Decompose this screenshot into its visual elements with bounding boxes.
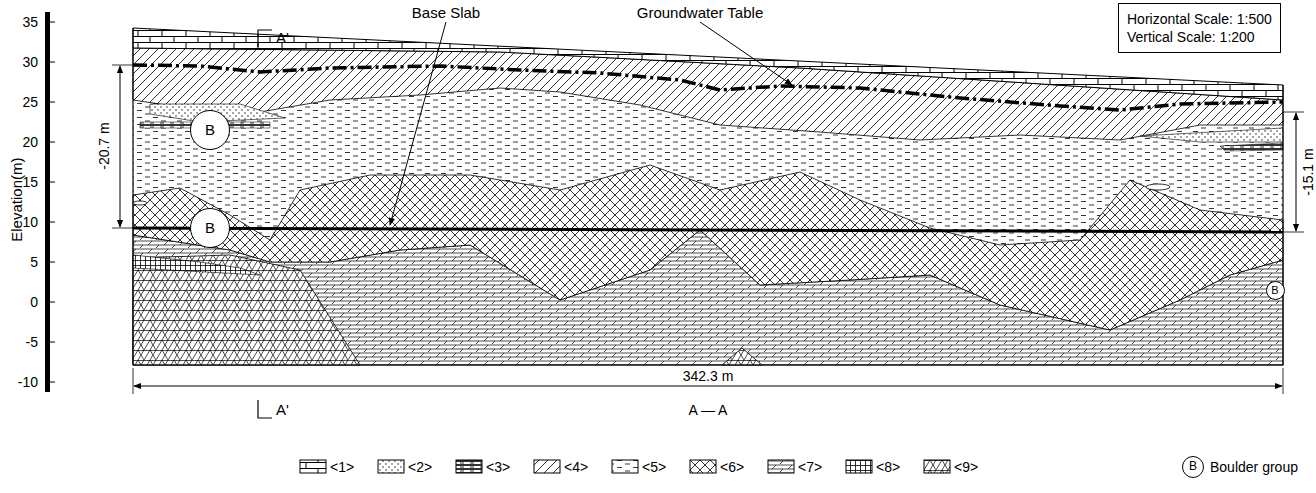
legend-label: <7>: [798, 459, 822, 475]
tick-label: 35: [22, 14, 38, 30]
node-text: Vertical Scale: 1:200: [1127, 29, 1272, 45]
legend-label: <2>: [408, 459, 432, 475]
axis-title: Elevation(m): [8, 158, 25, 242]
dimension: -15.1 m: [1300, 146, 1316, 197]
legend-label: Boulder group: [1210, 459, 1298, 475]
legend-label: <3>: [486, 459, 510, 475]
section-mark: A': [276, 401, 289, 418]
tick-label: -10: [18, 374, 38, 390]
dimension: -20.7 m: [96, 120, 112, 171]
legend-boulder-circle: B: [1182, 456, 1204, 478]
callout-label: Base Slab: [412, 4, 480, 21]
tick-label: -5: [26, 334, 38, 350]
node-text: B: [1189, 460, 1197, 474]
dimension: 342.3 m: [681, 368, 736, 384]
node-text: Horizontal Scale: 1:500: [1127, 11, 1272, 27]
tick-label: 5: [30, 254, 38, 270]
legend-label: <4>: [564, 459, 588, 475]
node-text: B: [205, 121, 215, 138]
section-mark: A': [276, 29, 289, 46]
legend-label: <9>: [954, 459, 978, 475]
node-text: B: [205, 219, 215, 236]
callout-label: Groundwater Table: [637, 4, 763, 21]
section-title: A — A: [689, 402, 728, 418]
scale-box: Horizontal Scale: 1:500Vertical Scale: 1…: [1118, 3, 1281, 53]
tick-label: 30: [22, 54, 38, 70]
boulder-circle: B: [190, 208, 230, 248]
tick-label: 0: [30, 294, 38, 310]
node-text: B: [1271, 284, 1278, 297]
legend-label: <8>: [876, 459, 900, 475]
legend-label: <6>: [720, 459, 744, 475]
legend-label: <5>: [642, 459, 666, 475]
tick-label: 25: [22, 94, 38, 110]
tick-label: 20: [22, 134, 38, 150]
legend-label: <1>: [330, 459, 354, 475]
boulder-circle: B: [190, 110, 230, 150]
boulder-circle: B: [1266, 281, 1285, 300]
